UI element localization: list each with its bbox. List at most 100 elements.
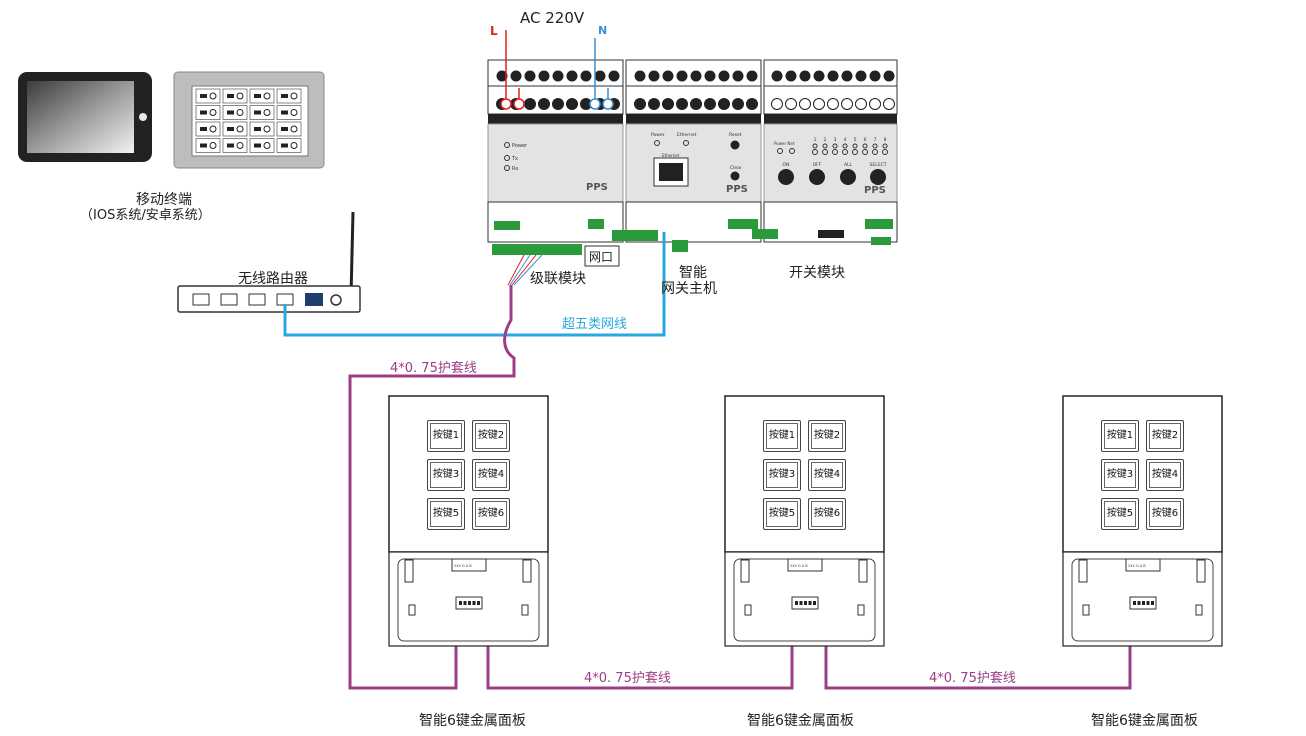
panel-1-key-1[interactable]: 按键1	[427, 420, 465, 452]
live-label: L	[490, 24, 498, 38]
panel-2-key-6[interactable]: 按键6	[808, 498, 846, 530]
terminal-screw-top	[634, 70, 646, 82]
sw-channel-led	[852, 149, 858, 155]
sw-channel-led	[862, 149, 868, 155]
panel-connector-pin	[468, 601, 471, 605]
sw-channel-led-top	[832, 143, 838, 149]
touch-panel-icon-cell	[222, 88, 248, 104]
panel-connector-pin	[804, 601, 807, 605]
panel-3-key-6[interactable]: 按键6	[1146, 498, 1184, 530]
terminal-screw-bottom	[676, 98, 688, 110]
touch-panel-icon	[290, 125, 298, 133]
terminal-screw-top	[608, 70, 620, 82]
panel-clip	[522, 559, 532, 583]
sw-channel-led-top	[822, 143, 828, 149]
panel-3-key-2[interactable]: 按键2	[1146, 420, 1184, 452]
terminal-screw-top	[785, 70, 797, 82]
port-label: 网口	[589, 250, 614, 264]
panel-screw-slot	[408, 604, 416, 616]
terminal-screw-top	[662, 70, 674, 82]
touch-panel-icon	[281, 143, 288, 148]
terminal-screw-top	[524, 70, 536, 82]
sw-channel-led-top	[852, 143, 858, 149]
panel-clip	[858, 559, 868, 583]
power-led-label: Power	[512, 143, 528, 149]
panel-terminal-label: 24V G A B	[454, 564, 472, 568]
panel-2-key-3[interactable]: 按键3	[763, 459, 801, 491]
terminal-screw-bottom	[662, 98, 674, 110]
mobile-os-caption: （IOS系统/安卓系统）	[80, 208, 211, 223]
sw-channel-number: 1	[814, 137, 817, 143]
touch-panel-icon	[281, 94, 288, 98]
sw-button-label: ON	[783, 162, 790, 168]
terminal-screw-bottom	[883, 98, 895, 110]
touch-panel-icon-cell	[195, 88, 221, 104]
terminal-screw-bottom	[869, 98, 881, 110]
panel-2-key-5[interactable]: 按键5	[763, 498, 801, 530]
panel-1-key-6[interactable]: 按键6	[472, 498, 510, 530]
terminal-screw-bottom	[841, 98, 853, 110]
panel-1-key-2[interactable]: 按键2	[472, 420, 510, 452]
panel-terminal-label: 24V G A B	[790, 564, 808, 568]
sw-channel-led	[882, 149, 888, 155]
six-key-panel-1: 24V G A B	[388, 395, 549, 647]
touch-panel-icon	[263, 109, 271, 116]
panel-3-key-3[interactable]: 按键3	[1101, 459, 1139, 491]
sw-button-label: ALL	[844, 162, 853, 168]
cat5-label: 超五类网线	[562, 317, 628, 332]
touch-panel-icon	[236, 109, 244, 116]
panel-3-key-1[interactable]: 按键1	[1101, 420, 1139, 452]
panel-2-key-1[interactable]: 按键1	[763, 420, 801, 452]
panel-2-key-2[interactable]: 按键2	[808, 420, 846, 452]
touch-panel-icon	[290, 109, 298, 116]
panel-screw-slot	[1195, 604, 1203, 616]
touch-panel-icon-cell	[249, 121, 275, 137]
panel-face	[724, 395, 885, 553]
terminal-screw-bottom	[566, 98, 578, 110]
panel-terminal	[787, 558, 823, 572]
rx-led-label: Rx	[512, 166, 518, 172]
brand-logo-gateway: PPS	[726, 184, 748, 195]
sw-channel-number: 7	[874, 137, 877, 143]
gw-power-label: Power	[651, 132, 665, 138]
neutral-label: N	[598, 24, 608, 37]
panel-terminal	[1125, 558, 1161, 572]
touch-panel-icon	[236, 142, 244, 149]
panel-face	[1062, 395, 1223, 553]
terminal-screw-top	[648, 70, 660, 82]
touch-panel-icon	[200, 94, 207, 98]
panel-2-key-4[interactable]: 按键4	[808, 459, 846, 491]
sw-channel-led-top	[862, 143, 868, 149]
power-led	[504, 142, 510, 148]
sw-channel-number: 8	[884, 137, 887, 143]
gateway-caption: 智能	[679, 265, 707, 281]
panel-3-key-5[interactable]: 按键5	[1101, 498, 1139, 530]
sw-channel-led	[812, 149, 818, 155]
touch-panel-icon	[227, 143, 234, 148]
panel-connector-pin	[1146, 601, 1150, 605]
touch-panel-icon	[209, 125, 217, 133]
terminal-screw-bottom	[799, 98, 811, 110]
terminal-screw-top	[771, 70, 783, 82]
switch-caption: 开关模块	[789, 265, 845, 281]
panel-terminal-label: 24V G A B	[1128, 564, 1146, 568]
terminal-screw-top	[690, 70, 702, 82]
panel-1-key-5[interactable]: 按键5	[427, 498, 465, 530]
panel-1-key-3[interactable]: 按键3	[427, 459, 465, 491]
panel-1-key-4[interactable]: 按键4	[472, 459, 510, 491]
touch-panel-icon-cell	[222, 121, 248, 137]
touch-panel-icon	[254, 94, 261, 98]
panel-clip	[1196, 559, 1206, 583]
sw-button-label: OFF	[813, 162, 822, 168]
panel-caption-2: 智能6键金属面板	[747, 713, 854, 729]
gw-reset-label: Reset	[729, 132, 742, 138]
router-caption: 无线路由器	[238, 271, 308, 287]
panel-3-key-4[interactable]: 按键4	[1146, 459, 1184, 491]
terminal-screw-top	[594, 70, 606, 82]
touch-panel-icon-cell	[195, 105, 221, 120]
terminal-screw-bottom	[690, 98, 702, 110]
touch-panel-icon	[281, 110, 288, 115]
touch-panel-icon-cell	[195, 121, 221, 137]
